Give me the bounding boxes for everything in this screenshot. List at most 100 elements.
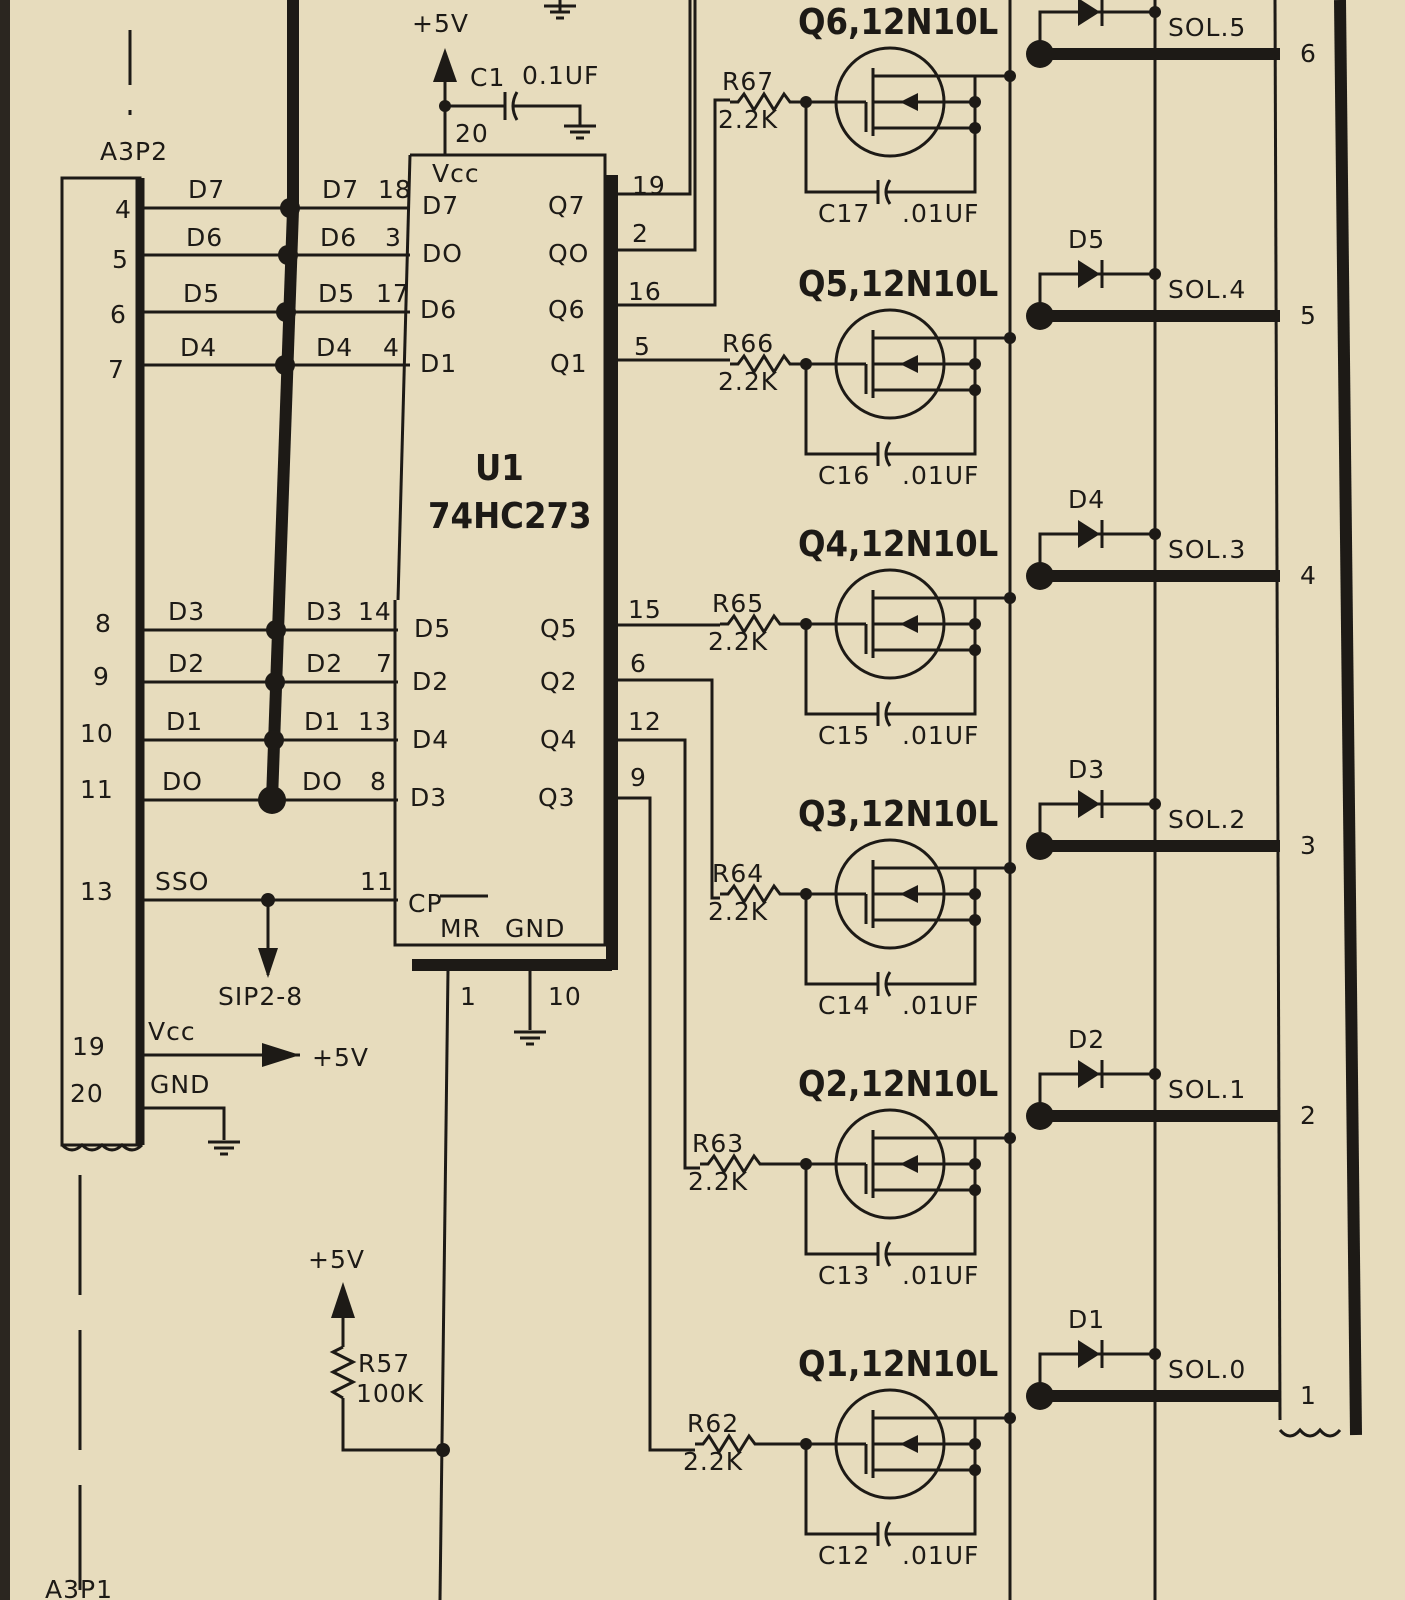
diode-wire	[1038, 272, 1155, 316]
net-label: D2	[306, 649, 343, 678]
gate-resistor	[700, 1153, 805, 1175]
resistor-value: 2.2K	[708, 627, 768, 656]
diode-wire	[1038, 802, 1155, 846]
pin-number: 14	[358, 597, 392, 626]
u1-pin-label: D7	[422, 191, 459, 220]
output-routing	[612, 0, 730, 1452]
mr-pullup: +5V R57 100K	[308, 969, 450, 1600]
resistor-value: 2.2K	[718, 367, 778, 396]
supply-label: +5V	[308, 1245, 365, 1274]
resistor-ref: R66	[722, 329, 774, 358]
net-label: DO	[162, 767, 203, 796]
pin-number: 7	[108, 355, 125, 384]
u1-power: +5V C1 0.1UF	[412, 0, 598, 1046]
pin-number: 18	[378, 175, 412, 204]
capacitor-value: .01UF	[902, 1541, 979, 1570]
solenoid-label: SOL.5	[1168, 13, 1246, 42]
u1-part: 74HC273	[428, 496, 592, 537]
snubber-wire	[886, 76, 977, 194]
u1-pin-label: D6	[420, 295, 457, 324]
u1-pin-label: D4	[412, 725, 449, 754]
diode-ref: D3	[1068, 755, 1105, 784]
diode-body	[1078, 790, 1100, 818]
diode-wire	[1038, 1072, 1155, 1116]
diode-wire	[1038, 532, 1155, 576]
diode-ref: D5	[1068, 225, 1105, 254]
junction-dot	[969, 618, 981, 630]
snubber-wire	[886, 598, 977, 716]
pin-number: 17	[376, 279, 410, 308]
net-label: D2	[168, 649, 205, 678]
pin-number: 4	[383, 333, 400, 362]
solenoid-label: SOL.1	[1168, 1075, 1246, 1104]
diode-body	[1078, 1060, 1100, 1088]
u1-pin-label: D2	[412, 667, 449, 696]
solenoid-label: SOL.2	[1168, 805, 1246, 834]
snubber-wire	[886, 338, 977, 456]
pin-number: 5	[634, 332, 651, 361]
pin-number: 4	[115, 195, 132, 224]
junction-dot	[1149, 1348, 1161, 1360]
junction-dot	[1004, 592, 1016, 604]
junction-dot	[1004, 70, 1016, 82]
diode-body	[1078, 260, 1100, 288]
net-label: D4	[316, 333, 353, 362]
diode-body	[1078, 520, 1100, 548]
pin-number: 12	[628, 707, 662, 736]
c1-ref: C1	[470, 63, 505, 92]
u1-chip: Vcc U1 74HC273 CP MR GND D7 DO D6 D1 D5 …	[393, 119, 665, 1011]
capacitor-value: .01UF	[902, 721, 979, 750]
net-label: SSO	[155, 867, 209, 896]
pin-number: 16	[628, 277, 662, 306]
capacitor-value: .01UF	[902, 991, 979, 1020]
connector-pin: 6	[1300, 39, 1317, 68]
mosfet-arrow	[900, 1155, 918, 1173]
junction-dot	[969, 122, 981, 134]
u1-pin-label: D5	[414, 614, 451, 643]
snubber-wire	[804, 102, 878, 194]
u1-pin-label: D1	[420, 349, 457, 378]
mosfet-label: Q5,12N10L	[798, 264, 998, 305]
junction-dot	[1004, 862, 1016, 874]
snubber-wire	[886, 1138, 977, 1256]
capacitor-ref: C14	[818, 991, 870, 1020]
gate-resistor	[695, 1433, 805, 1455]
pin-number: 8	[95, 609, 112, 638]
junction-dot	[969, 96, 981, 108]
u1-pin-label: Q4	[540, 725, 578, 754]
capacitor-ref: C13	[818, 1261, 870, 1290]
net-label: D1	[166, 707, 203, 736]
u1-pin-label: Q3	[538, 783, 576, 812]
u1-pin-label: Q6	[548, 295, 586, 324]
resistor-ref: R65	[712, 589, 764, 618]
u1-pin-label: Q7	[548, 191, 586, 220]
pin-number: 6	[630, 649, 647, 678]
mosfet-arrow	[900, 615, 918, 633]
net-label: D7	[188, 175, 225, 204]
pin-number: 5	[112, 245, 129, 274]
pin-number: 7	[376, 649, 393, 678]
capacitor-ref: C12	[818, 1541, 870, 1570]
u1-pin-label: Q2	[540, 667, 578, 696]
mosfet-arrow	[900, 93, 918, 111]
junction-dot	[1149, 268, 1161, 280]
u1-vcc-label: Vcc	[432, 159, 480, 188]
supply-label: +5V	[312, 1043, 369, 1072]
pin-number: 20	[455, 119, 489, 148]
junction-dot	[969, 1158, 981, 1170]
junction-dot	[1149, 798, 1161, 810]
resistor-ref: R63	[692, 1129, 744, 1158]
pin-number: 13	[80, 877, 114, 906]
net-label: DO	[302, 767, 343, 796]
junction-dot	[1004, 332, 1016, 344]
mosfet-arrow	[900, 355, 918, 373]
u1-pin-label: D3	[410, 783, 447, 812]
connector-pin: 4	[1300, 561, 1317, 590]
connector-pin: 5	[1300, 301, 1317, 330]
net-label: D3	[168, 597, 205, 626]
net-label: Vcc	[148, 1017, 196, 1046]
pin-number: 3	[385, 223, 402, 252]
